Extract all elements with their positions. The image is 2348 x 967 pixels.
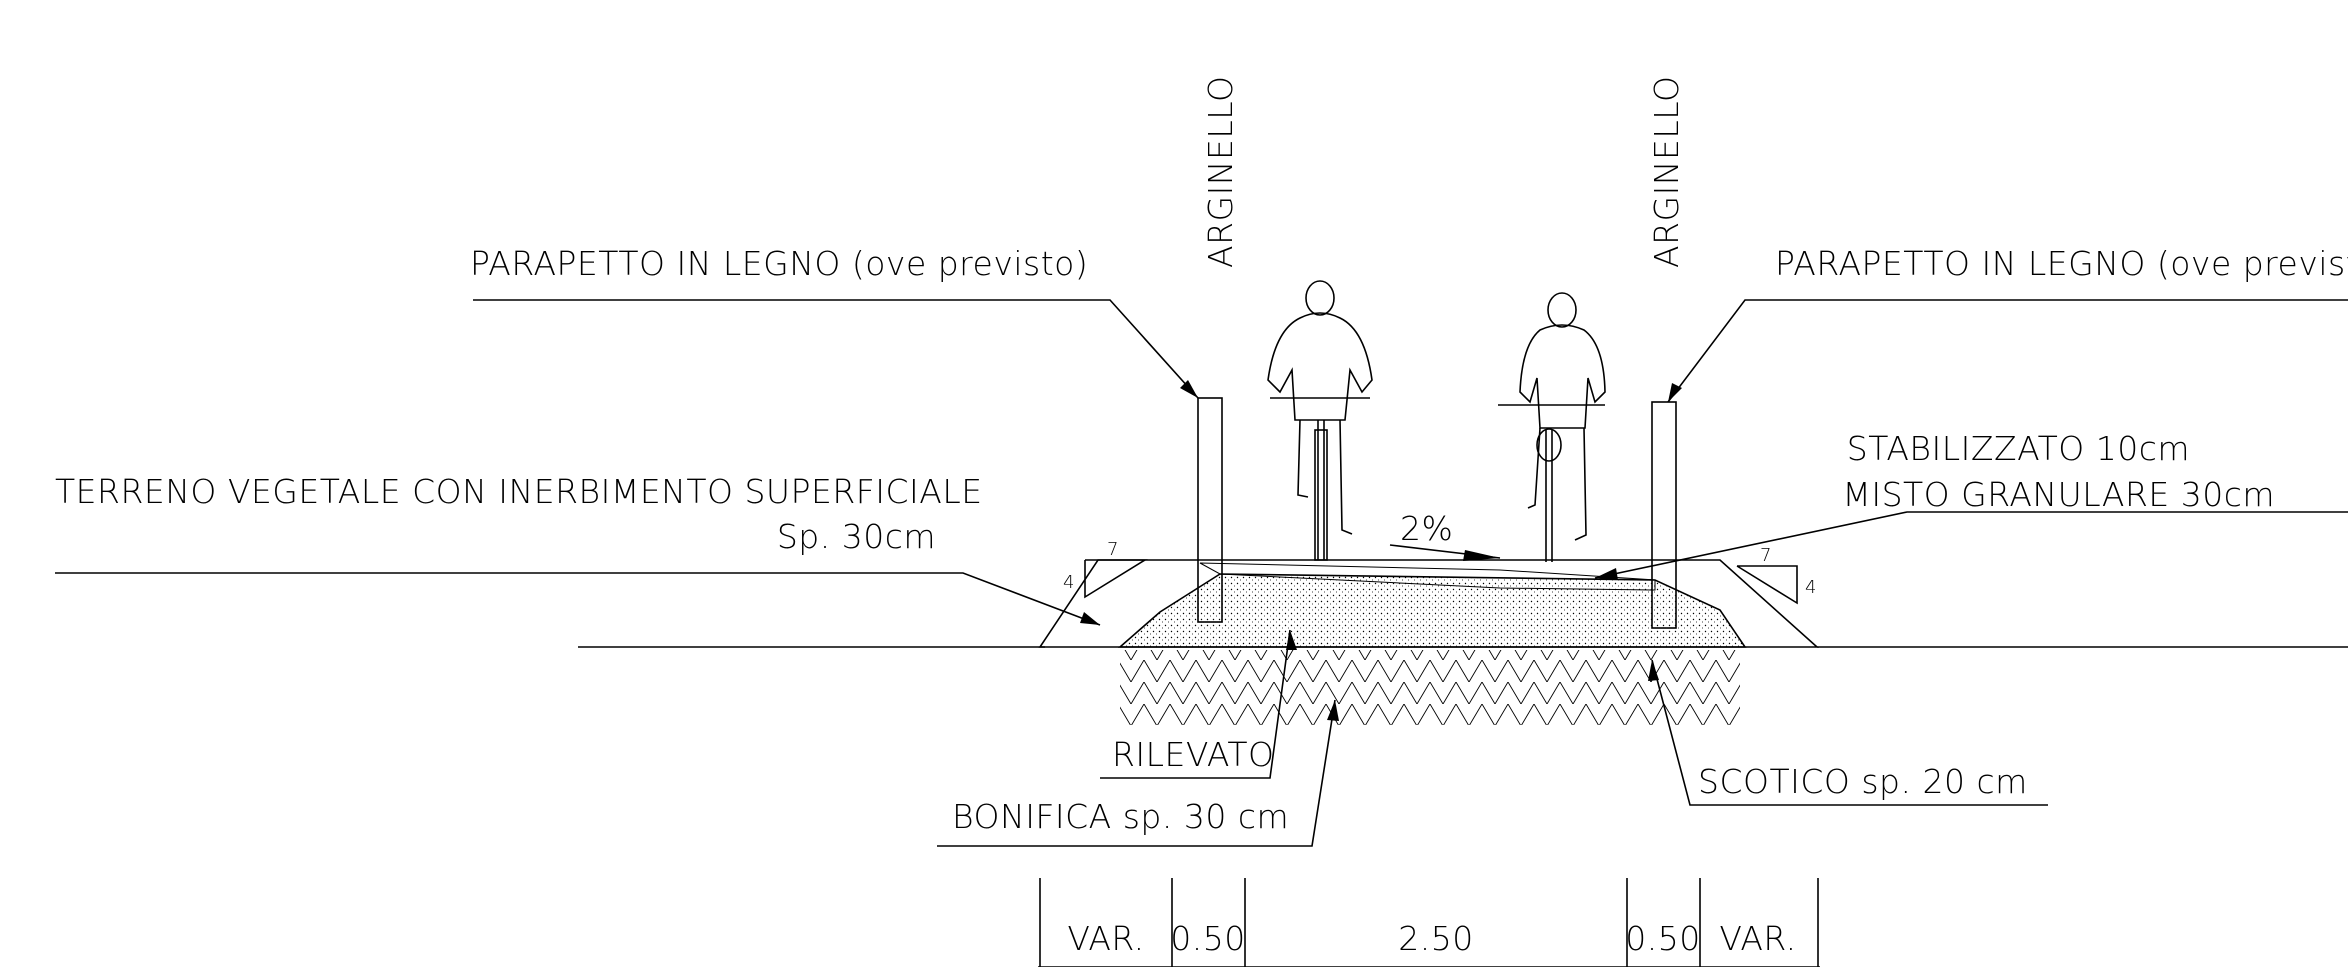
label-rilevato: RILEVATO (1112, 735, 1275, 774)
label-arginello-right: ARGINELLO (1647, 76, 1686, 268)
label-arginello-left: ARGINELLO (1201, 76, 1240, 268)
scotico-hatch (1120, 650, 1740, 725)
leader-parapetto-right (1667, 299, 2348, 403)
leader-rilevato (1100, 629, 1297, 779)
cyclist-right (1498, 292, 1606, 562)
label-terreno-line1: TERRENO VEGETALE CON INERBIMENTO SUPERFI… (55, 472, 983, 511)
wooden-post-left (1197, 397, 1223, 623)
leader-terreno (55, 572, 1101, 626)
leader-misto (1594, 511, 2348, 580)
label-slope-percent: 2% (1400, 509, 1453, 548)
label-misto: MISTO GRANULARE 30cm (1842, 475, 2275, 514)
dimension-line (1038, 878, 1820, 967)
slope-triangle-left (1084, 559, 1148, 599)
label-terreno-line2: Sp. 30cm (777, 517, 936, 556)
slope-triangle-right (1736, 565, 1798, 605)
leader-scotico (1648, 659, 2048, 806)
cyclist-left (1267, 280, 1373, 561)
dimension-label-5: VAR. (1719, 919, 1796, 958)
dimension-label-2: 0.50 (1170, 919, 1245, 958)
label-slope-right-rise: 4 (1805, 577, 1817, 598)
label-scotico: SCOTICO sp. 20 cm (1698, 762, 2028, 801)
leader-parapetto-left (473, 299, 1199, 399)
dimension-label-4: 0.50 (1625, 919, 1700, 958)
slope-arrow (1389, 544, 1501, 561)
label-bonifica: BONIFICA sp. 30 cm (952, 797, 1289, 836)
label-stabilizzato: STABILIZZATO 10cm (1847, 429, 2190, 468)
wooden-post-right (1651, 401, 1677, 629)
label-parapetto-left: PARAPETTO IN LEGNO (ove previsto) (470, 244, 1088, 283)
label-slope-left-rise: 4 (1063, 572, 1075, 593)
stabilizzato-layer (1199, 562, 1656, 591)
dimension-label-1: VAR. (1067, 919, 1144, 958)
label-slope-right-run: 7 (1760, 545, 1772, 566)
dimension-label-3: 2.50 (1398, 919, 1473, 958)
label-parapetto-right: PARAPETTO IN LEGNO (ove previsto) (1775, 244, 2348, 283)
label-slope-left-run: 7 (1107, 539, 1119, 560)
leader-bonifica (937, 699, 1339, 847)
